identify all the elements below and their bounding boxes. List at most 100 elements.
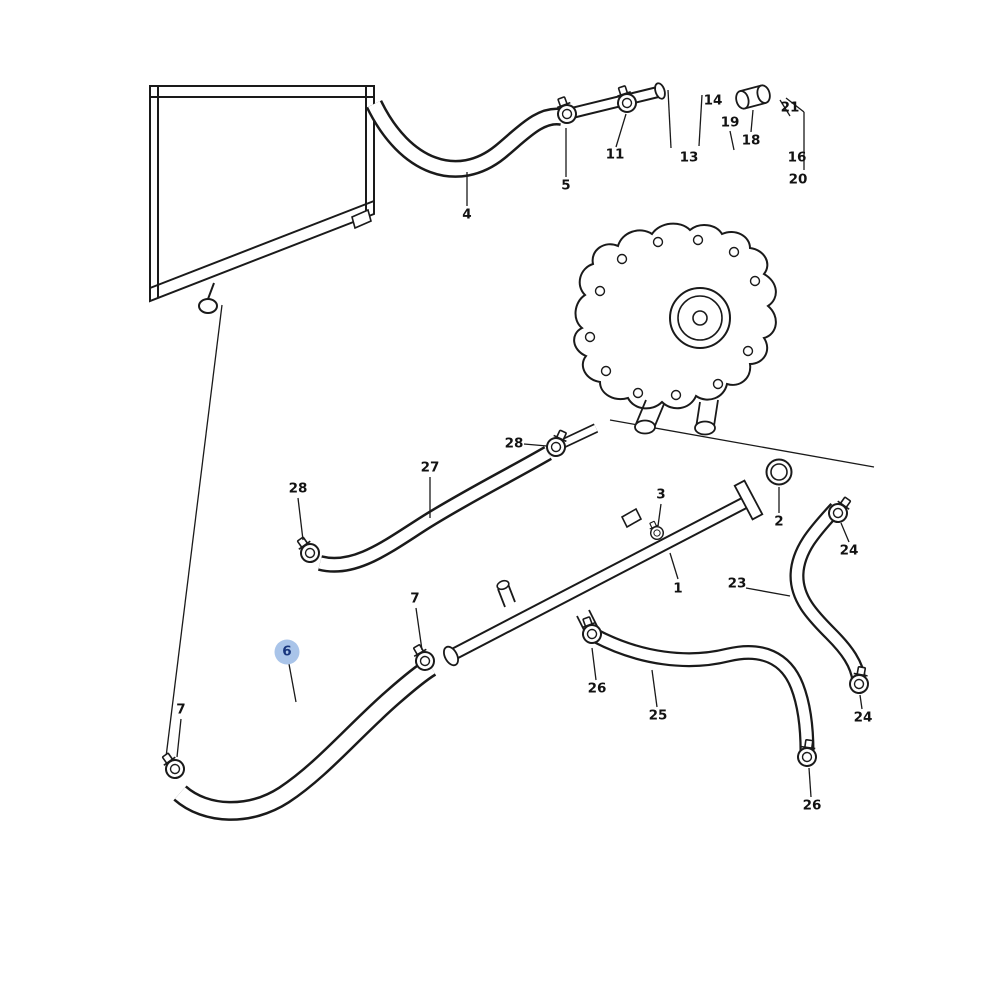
part-label-19[interactable]: 19	[720, 114, 740, 131]
pipe-stub-up	[497, 583, 516, 608]
leader-line	[667, 89, 672, 149]
thermostat-housing	[573, 222, 777, 436]
housing-port-cap	[694, 420, 716, 436]
part-label-13[interactable]: 13	[679, 149, 699, 166]
radiator-outline	[149, 85, 375, 303]
leader-line	[651, 669, 658, 708]
leader-line	[859, 694, 863, 710]
part-label-24-lower[interactable]: 24	[853, 709, 873, 726]
part-label-28-left[interactable]: 28	[288, 480, 308, 497]
leader-line	[165, 304, 223, 758]
leader-line	[729, 130, 735, 151]
part-label-18[interactable]: 18	[741, 132, 761, 149]
housing-port	[635, 399, 665, 429]
pipe-stub-cap	[496, 579, 510, 591]
hose-fill	[368, 101, 564, 176]
part-label-26-lower[interactable]: 26	[802, 797, 822, 814]
pipe-end-flange	[654, 82, 666, 100]
pump-boss-inner	[677, 295, 723, 341]
radiator	[149, 85, 375, 314]
hose-25	[592, 629, 815, 753]
part-label-16[interactable]: 16	[787, 149, 807, 166]
part-label-7-mid[interactable]: 7	[410, 590, 420, 607]
pipe-bell-end	[443, 645, 459, 667]
fitting-cap	[756, 84, 771, 104]
bolt-hole	[600, 365, 612, 377]
leader-line	[176, 718, 182, 758]
bolt-hole	[616, 253, 628, 265]
part-label-7-left[interactable]: 7	[176, 701, 186, 718]
pipe-flange	[733, 479, 764, 521]
bolt-hole	[728, 246, 740, 258]
leader-line	[591, 647, 597, 681]
housing-outlet-stub	[559, 423, 599, 449]
upper-radiator-hose-4	[365, 99, 564, 178]
hose-fill	[318, 448, 551, 571]
pump-boss	[669, 287, 731, 349]
o-ring-inner	[770, 463, 788, 481]
pump-boss-center	[692, 310, 708, 326]
part-label-27[interactable]: 27	[420, 459, 440, 476]
stub-fill	[560, 425, 598, 447]
o-ring-outer	[765, 458, 793, 486]
bolt-hole	[670, 389, 682, 401]
bolt-hole	[594, 285, 606, 297]
lower-radiator-hose-6	[173, 658, 437, 821]
pipe-bracket	[620, 507, 643, 529]
water-pipe-1	[443, 479, 764, 667]
part-label-23[interactable]: 23	[727, 575, 747, 592]
fitting-18-21	[735, 84, 771, 110]
bolt-hole	[632, 387, 644, 399]
fitting-cap	[735, 90, 750, 110]
part-label-25[interactable]: 25	[648, 707, 668, 724]
leader-line	[669, 552, 679, 580]
hose-fill	[791, 504, 865, 682]
upper-water-pipe	[566, 82, 666, 120]
part-label-5[interactable]: 5	[561, 177, 571, 194]
o-ring-2	[765, 458, 793, 486]
part-label-1[interactable]: 1	[673, 580, 683, 597]
bolt-hole	[652, 236, 664, 248]
radiator-drain-stub	[207, 282, 215, 300]
leader-line	[523, 443, 548, 447]
part-label-3[interactable]: 3	[656, 486, 666, 503]
hose-fill	[175, 660, 435, 819]
pipe-fill	[449, 496, 753, 659]
leader-line	[779, 99, 791, 117]
housing-port-cap	[634, 419, 656, 435]
leader-line	[750, 109, 754, 133]
part-label-26-upper[interactable]: 26	[587, 680, 607, 697]
radiator-tank-line	[149, 200, 375, 289]
part-label-4[interactable]: 4	[462, 206, 472, 223]
hose-fill	[593, 631, 813, 753]
bolt-hole	[692, 234, 704, 246]
leader-line	[615, 113, 627, 148]
fitting-edge	[744, 101, 767, 110]
part-label-11[interactable]: 11	[605, 146, 625, 163]
bolt-hole	[584, 331, 596, 343]
part-label-20[interactable]: 20	[788, 171, 808, 188]
fitting-edge	[739, 84, 762, 93]
part-label-21[interactable]: 21	[780, 99, 800, 116]
part-label-6-highlighted[interactable]: 6	[274, 639, 300, 665]
pipe-fill	[567, 88, 659, 118]
bolt-hole	[742, 345, 754, 357]
leader-line	[288, 663, 297, 703]
bypass-hose-27	[318, 446, 552, 573]
bolt-hole	[712, 378, 724, 390]
part-label-28-upper[interactable]: 28	[504, 435, 524, 452]
leader-line	[840, 522, 850, 543]
bolt-hole	[749, 275, 761, 287]
leader-line	[785, 97, 805, 113]
label-leaders	[176, 89, 863, 798]
leader-line	[297, 497, 304, 541]
part-label-14[interactable]: 14	[703, 92, 723, 109]
part-label-24-upper[interactable]: 24	[839, 542, 859, 559]
radiator-bracket	[351, 208, 372, 230]
leader-line	[745, 587, 791, 597]
leader-line	[415, 607, 423, 651]
part-label-2[interactable]: 2	[774, 513, 784, 530]
